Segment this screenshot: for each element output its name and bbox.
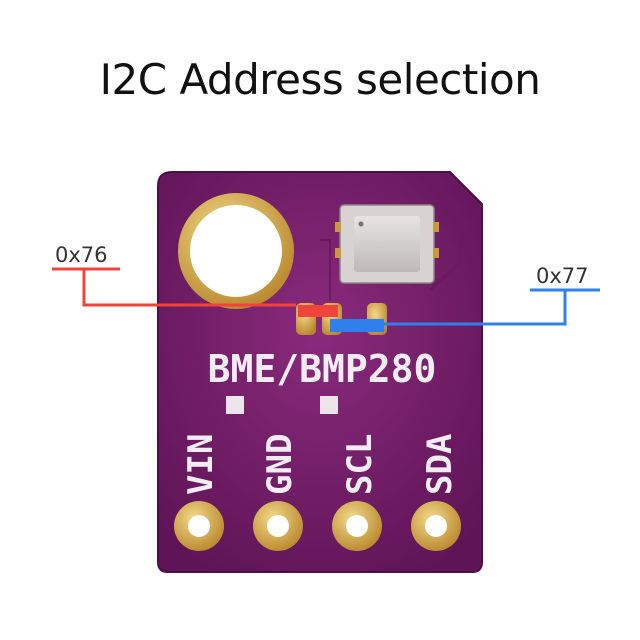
pin-label-gnd: GND bbox=[260, 434, 300, 495]
address-0x77-annotation: 0x77 bbox=[330, 264, 600, 332]
board-label: BME/BMP280 bbox=[208, 347, 437, 391]
sensor-chip bbox=[335, 204, 439, 284]
pin-label-vin: VIN bbox=[181, 434, 221, 495]
pin-header-sda bbox=[411, 501, 461, 551]
test-pad bbox=[226, 396, 244, 414]
address-label-0x76: 0x76 bbox=[55, 243, 108, 267]
jumper-highlight-blue bbox=[330, 319, 384, 332]
jumper-highlight-red bbox=[298, 305, 338, 317]
mounting-hole bbox=[178, 193, 294, 309]
pin-header-vin bbox=[174, 501, 224, 551]
pin-label-sda: SDA bbox=[420, 434, 460, 495]
pin-label-scl: SCL bbox=[340, 434, 380, 495]
test-pad bbox=[320, 396, 338, 414]
address-0x76-annotation: 0x76 bbox=[52, 243, 338, 317]
address-label-0x77: 0x77 bbox=[536, 264, 589, 288]
page-title: I2C Address selection bbox=[99, 55, 541, 104]
pin-header-scl bbox=[332, 501, 382, 551]
pin-header-gnd bbox=[253, 501, 303, 551]
